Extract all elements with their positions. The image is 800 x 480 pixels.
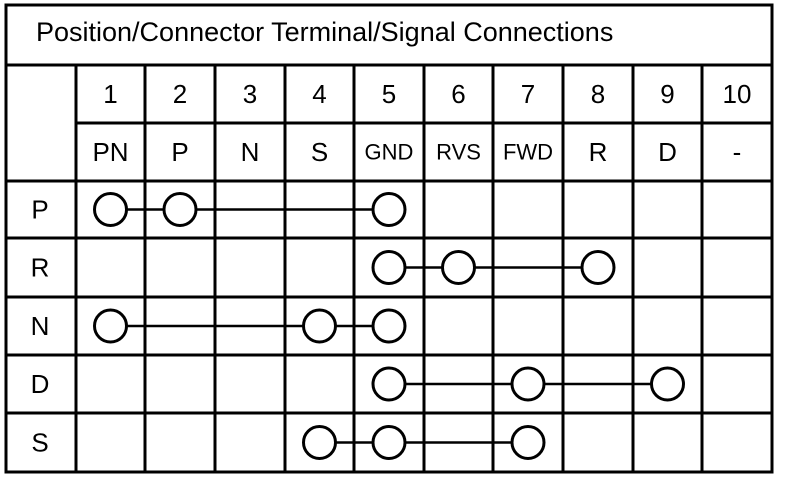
connection-dot bbox=[371, 192, 407, 227]
position-label: S bbox=[31, 428, 48, 458]
signal-label: R bbox=[589, 137, 608, 167]
table-grid bbox=[4, 3, 774, 474]
connection-dot bbox=[371, 425, 407, 460]
signal-label: D bbox=[658, 137, 677, 167]
signal-label: S bbox=[311, 137, 328, 167]
connection-dot bbox=[371, 308, 407, 344]
terminal-number: 7 bbox=[521, 79, 535, 109]
signal-label: - bbox=[733, 137, 742, 167]
terminal-number: 8 bbox=[591, 79, 605, 109]
terminal-number: 4 bbox=[312, 79, 326, 109]
signal-label: FWD bbox=[503, 140, 553, 165]
position-row: N bbox=[31, 308, 407, 344]
connection-dot bbox=[371, 250, 407, 285]
signal-label: N bbox=[241, 137, 260, 167]
connection-dot bbox=[441, 250, 476, 285]
terminal-number: 1 bbox=[103, 79, 117, 109]
connection-dot bbox=[510, 425, 546, 460]
position-row: S bbox=[31, 425, 546, 460]
terminal-number: 9 bbox=[660, 79, 674, 109]
terminal-number: 10 bbox=[723, 79, 752, 109]
connection-dot bbox=[580, 250, 616, 285]
connection-dot bbox=[510, 366, 546, 402]
terminal-number: 2 bbox=[173, 79, 187, 109]
connection-dot bbox=[650, 366, 685, 402]
position-row: R bbox=[31, 250, 616, 285]
signal-label: P bbox=[171, 137, 188, 167]
connection-dot bbox=[93, 192, 128, 227]
position-row: P bbox=[31, 192, 407, 227]
connection-dot bbox=[371, 366, 407, 402]
connection-dot bbox=[302, 308, 337, 344]
position-row: D bbox=[31, 366, 685, 402]
terminal-number: 5 bbox=[382, 79, 396, 109]
table-title: Position/Connector Terminal/Signal Conne… bbox=[36, 17, 613, 47]
position-label: R bbox=[31, 253, 50, 283]
signal-label: PN bbox=[92, 137, 128, 167]
signal-label: GND bbox=[365, 140, 414, 165]
connection-dot bbox=[162, 192, 198, 227]
signal-label: RVS bbox=[436, 140, 481, 165]
terminal-number: 3 bbox=[243, 79, 257, 109]
connection-dot bbox=[302, 425, 337, 460]
position-label: D bbox=[31, 369, 50, 399]
position-label: N bbox=[31, 311, 50, 341]
terminal-number: 6 bbox=[451, 79, 465, 109]
connection-dot bbox=[93, 308, 128, 344]
position-label: P bbox=[31, 195, 48, 225]
